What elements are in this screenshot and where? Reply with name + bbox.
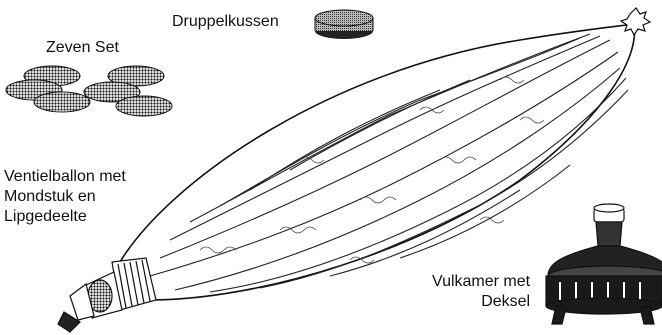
druppelkussen-icon (315, 10, 373, 39)
vulkamer-icon (546, 204, 662, 324)
label-vulkamer-line-2: Deksel (432, 292, 530, 312)
label-vulkamer-line-1: Vulkamer met (432, 272, 530, 292)
label-zeven-set: Zeven Set (46, 38, 119, 58)
label-ventielballon: Ventielballon met Mondstuk en Lipgedeelt… (4, 167, 126, 227)
label-druppelkussen: Druppelkussen (172, 12, 279, 32)
zeven-set-icon (6, 66, 172, 116)
label-ventielballon-line-1: Ventielballon met (4, 167, 126, 187)
label-ventielballon-line-3: Lipgedeelte (4, 207, 126, 227)
label-vulkamer: Vulkamer met Deksel (432, 272, 530, 312)
label-ventielballon-line-2: Mondstuk en (4, 187, 126, 207)
